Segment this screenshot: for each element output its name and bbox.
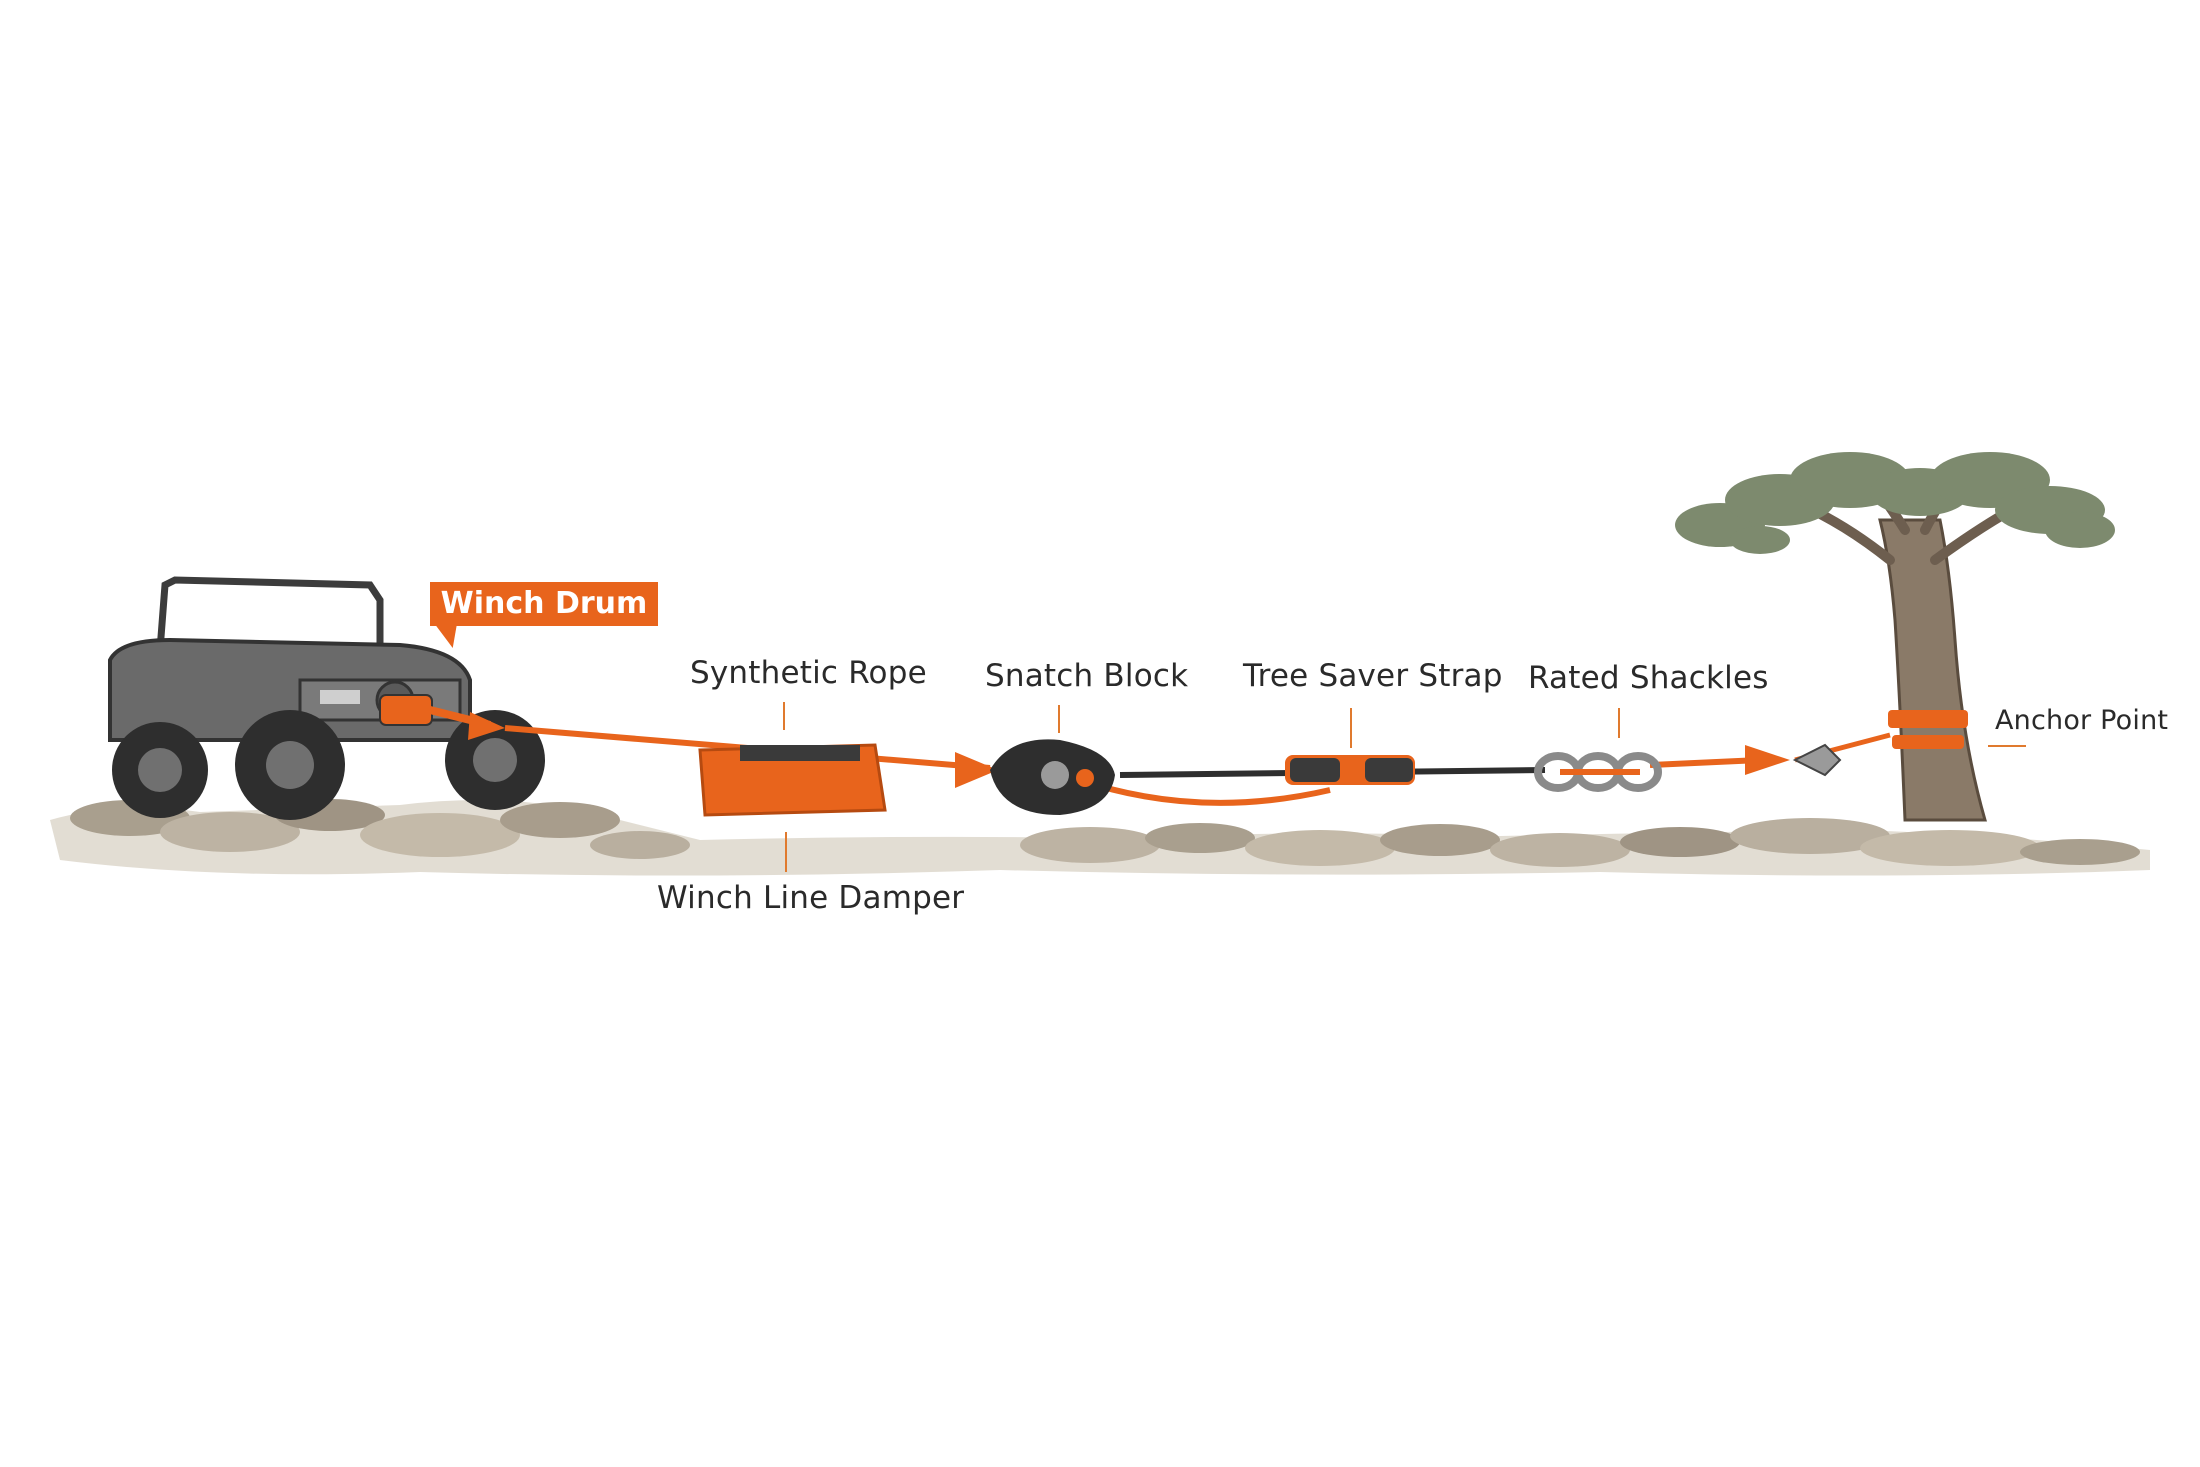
tree-foliage — [1675, 452, 2115, 554]
synthetic-rope-tick — [783, 702, 785, 730]
anchor-point-label: Anchor Point — [1995, 705, 2169, 736]
winch-line-damper-shape — [698, 743, 887, 817]
snatch-block-label: Snatch Block — [985, 658, 1189, 694]
ground-rocks — [50, 799, 2150, 876]
utv-vehicle — [108, 576, 545, 820]
tree-saver-strap-shape — [1285, 755, 1415, 785]
tree-saver-strap-tick — [1350, 708, 1352, 748]
rope-lines — [429, 706, 1891, 806]
synthetic-rope-label: Synthetic Rope — [690, 655, 927, 691]
winch-drum-label: Winch Drum — [440, 586, 648, 621]
winch-line-damper-tick — [785, 832, 787, 872]
tree-saver-strap-label: Tree Saver Strap — [1243, 658, 1503, 694]
winch-line-damper-label: Winch Line Damper — [657, 880, 965, 916]
snatch-block-tick — [1058, 705, 1060, 733]
anchor-tree — [1675, 452, 2115, 822]
snatch-block-shape — [990, 739, 1115, 815]
rated-shackles-tick — [1618, 708, 1620, 738]
callout-box — [430, 582, 658, 626]
anchor-point-tick — [1988, 745, 2026, 747]
anchor-shackle-shape — [1792, 743, 1842, 777]
rated-shackles-label: Rated Shackles — [1528, 660, 1769, 696]
